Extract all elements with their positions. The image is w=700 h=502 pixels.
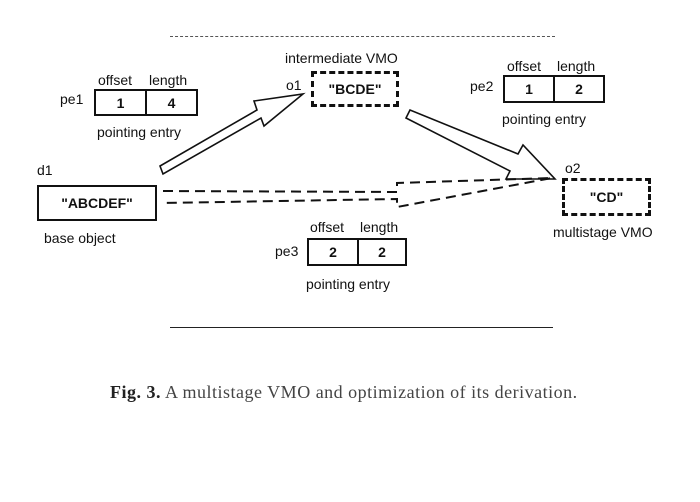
pe2-length-header: length	[557, 58, 596, 74]
multistage-vmo-box: "CD"	[562, 178, 651, 216]
pe2-offset-cell: 1	[503, 75, 555, 103]
pe3-offset-cell: 2	[307, 238, 359, 266]
intermediate-vmo-title: intermediate VMO	[285, 50, 398, 66]
pe1-caption: pointing entry	[97, 124, 182, 140]
pe3-offset-header: offset	[310, 219, 344, 235]
top-rule	[170, 36, 555, 37]
intermediate-vmo-box: "BCDE"	[311, 71, 399, 107]
intermediate-vmo-id: o1	[286, 77, 302, 93]
base-object-box: "ABCDEF"	[37, 185, 157, 221]
base-object-value: "ABCDEF"	[61, 195, 133, 211]
pe2-length-value: 2	[575, 81, 583, 97]
pe3-caption: pointing entry	[306, 276, 391, 292]
pe3-length-value: 2	[378, 244, 386, 260]
figure-caption: Fig. 3. A multistage VMO and optimizatio…	[110, 382, 578, 403]
multistage-vmo-caption: multistage VMO	[553, 224, 653, 240]
base-object-id: d1	[37, 162, 53, 178]
pe3-length-header: length	[360, 219, 399, 235]
pe3-length-cell: 2	[357, 238, 407, 266]
multistage-vmo-id: o2	[565, 160, 581, 176]
bottom-rule	[170, 327, 553, 328]
pe2-offset-value: 1	[525, 81, 533, 97]
pe1-length-cell: 4	[145, 89, 198, 116]
figure-caption-label: Fig. 3.	[110, 382, 161, 402]
pe2-caption: pointing entry	[502, 111, 587, 127]
pe1-offset-header: offset	[98, 72, 132, 88]
pe1-offset-value: 1	[116, 94, 125, 111]
pe3-offset-value: 2	[329, 244, 337, 260]
arrow-base-to-intermediate	[159, 92, 306, 176]
pe3-id: pe3	[275, 243, 299, 259]
base-object-caption: base object	[44, 230, 116, 246]
pe1-offset-cell: 1	[94, 89, 147, 116]
pe2-offset-header: offset	[507, 58, 541, 74]
figure-caption-text: A multistage VMO and optimization of its…	[165, 382, 578, 402]
pe2-length-cell: 2	[553, 75, 605, 103]
pe2-id: pe2	[470, 78, 494, 94]
pe1-id: pe1	[60, 91, 84, 107]
intermediate-vmo-value: "BCDE"	[328, 81, 382, 97]
multistage-vmo-value: "CD"	[589, 189, 624, 205]
pe1-length-header: length	[149, 72, 188, 88]
dashed-derivation-path	[162, 177, 553, 209]
pe1-length-value: 4	[167, 94, 176, 111]
